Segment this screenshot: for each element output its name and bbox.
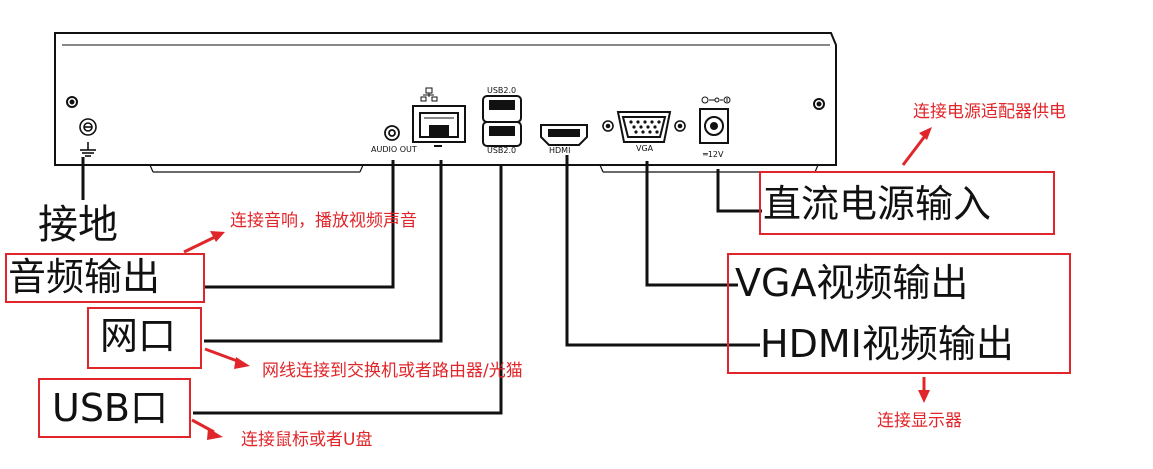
audio-jack-icon [384,125,400,141]
vga-screw-icon [602,120,686,132]
annotation-arrows [183,127,932,440]
usb-bottom-panel-label: USB2.0 [487,146,517,155]
usb-port-label: USB口 [52,386,169,430]
usb-ports-icon [482,95,522,147]
screw-icon [66,96,825,110]
dc-power-input-label: 直流电源输入 [763,182,992,226]
audio-output-label: 音频输出 [8,255,161,299]
vga-port-icon [616,111,672,143]
display-annotation: 连接显示器 [877,411,962,431]
vga-output-label: VGA视频输出 [735,261,969,305]
hdmi-output-label: HDMI视频输出 [760,322,1014,366]
ground-label: 接地 [38,202,118,248]
video-output-box [727,253,1071,374]
vga-panel-label: VGA [636,144,654,153]
ground-terminal-icon [79,118,97,157]
audio-output-box [5,253,205,303]
network-annotation: 网线连接到交换机或者路由器/光猫 [262,361,523,381]
network-port-box [87,307,202,369]
leader-lines [81,155,762,415]
nvr-rear-panel [54,32,837,173]
audio-annotation: 连接音响，播放视频声音 [230,211,417,231]
audio-out-panel-label: AUDIO OUT [371,145,417,154]
hdmi-port-icon [540,124,588,146]
usb-port-box [38,378,191,438]
network-port-label: 网口 [100,314,177,358]
power-annotation: 连接电源适配器供电 [913,102,1066,122]
power-panel-label: ═12V [703,150,724,159]
usb-annotation: 连接鼠标或者U盘 [241,430,373,450]
usb-top-panel-label: USB2.0 [487,86,517,95]
dc-power-input-box [759,171,1055,235]
dc-power-port-icon [699,96,731,144]
hdmi-panel-label: HDMI [549,146,571,155]
ethernet-port-icon [412,87,466,147]
